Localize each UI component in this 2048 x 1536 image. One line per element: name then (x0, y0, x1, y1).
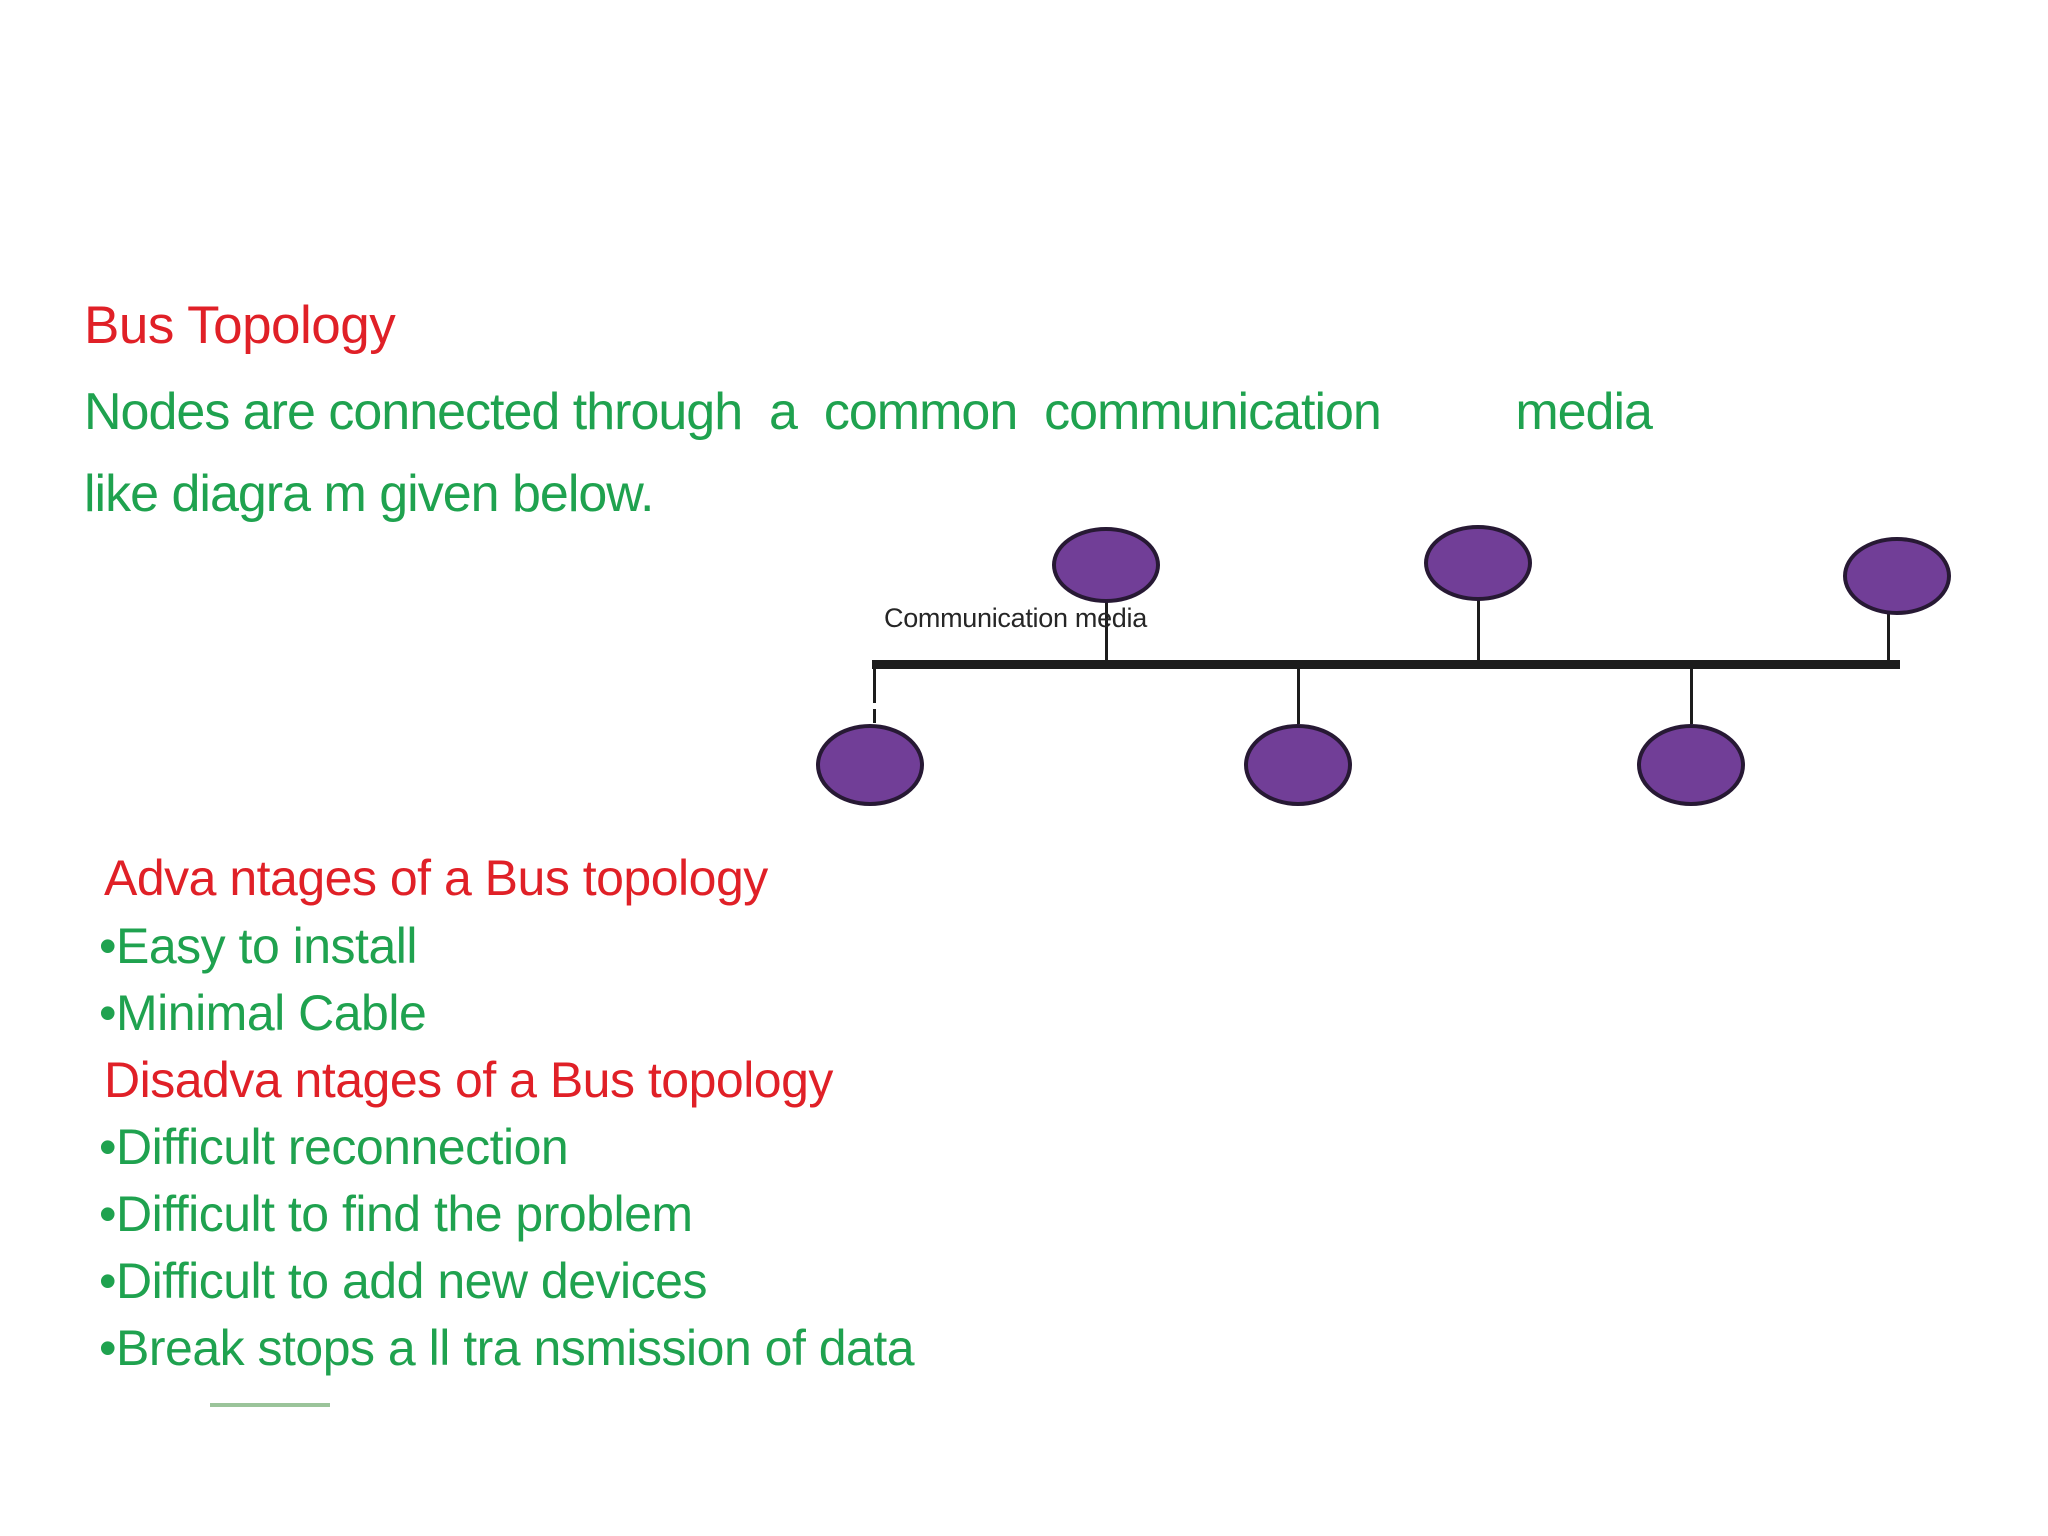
connector-line-bottom-1-dash (873, 709, 876, 723)
connector-line-top-3 (1887, 612, 1890, 660)
disadvantages-item-1: •Difficult reconnection (99, 1119, 569, 1175)
communication-media-label: Communication media (884, 603, 1147, 633)
node-ellipse-top-3 (1843, 537, 1951, 615)
node-ellipse-bottom-2 (1244, 724, 1352, 806)
intro-line-1: Nodes are connected through a common com… (84, 383, 1653, 441)
disadvantages-heading: Disadva ntages of a Bus topology (104, 1052, 833, 1108)
intro-line-2: like diagra m given below. (84, 465, 654, 523)
green-underline (210, 1403, 330, 1407)
node-ellipse-top-2 (1424, 525, 1532, 601)
bus-line (872, 660, 1900, 669)
advantages-item-1: •Easy to install (99, 918, 417, 974)
page-title: Bus Topology (84, 296, 396, 355)
connector-line-top-2 (1477, 598, 1480, 660)
node-ellipse-bottom-1 (816, 724, 924, 806)
disadvantages-item-2: •Difficult to find the problem (99, 1186, 693, 1242)
connector-line-top-1 (1105, 600, 1108, 660)
advantages-item-2: •Minimal Cable (99, 985, 427, 1041)
advantages-heading: Adva ntages of a Bus topology (104, 850, 768, 906)
connector-line-bottom-1 (873, 669, 876, 703)
connector-line-bottom-2 (1297, 669, 1300, 724)
node-ellipse-bottom-3 (1637, 724, 1745, 806)
node-ellipse-top-1 (1052, 527, 1160, 603)
disadvantages-item-3: •Difficult to add new devices (99, 1253, 707, 1309)
disadvantages-item-4: •Break stops a ll tra nsmission of data (99, 1320, 915, 1376)
connector-line-bottom-3 (1690, 669, 1693, 724)
